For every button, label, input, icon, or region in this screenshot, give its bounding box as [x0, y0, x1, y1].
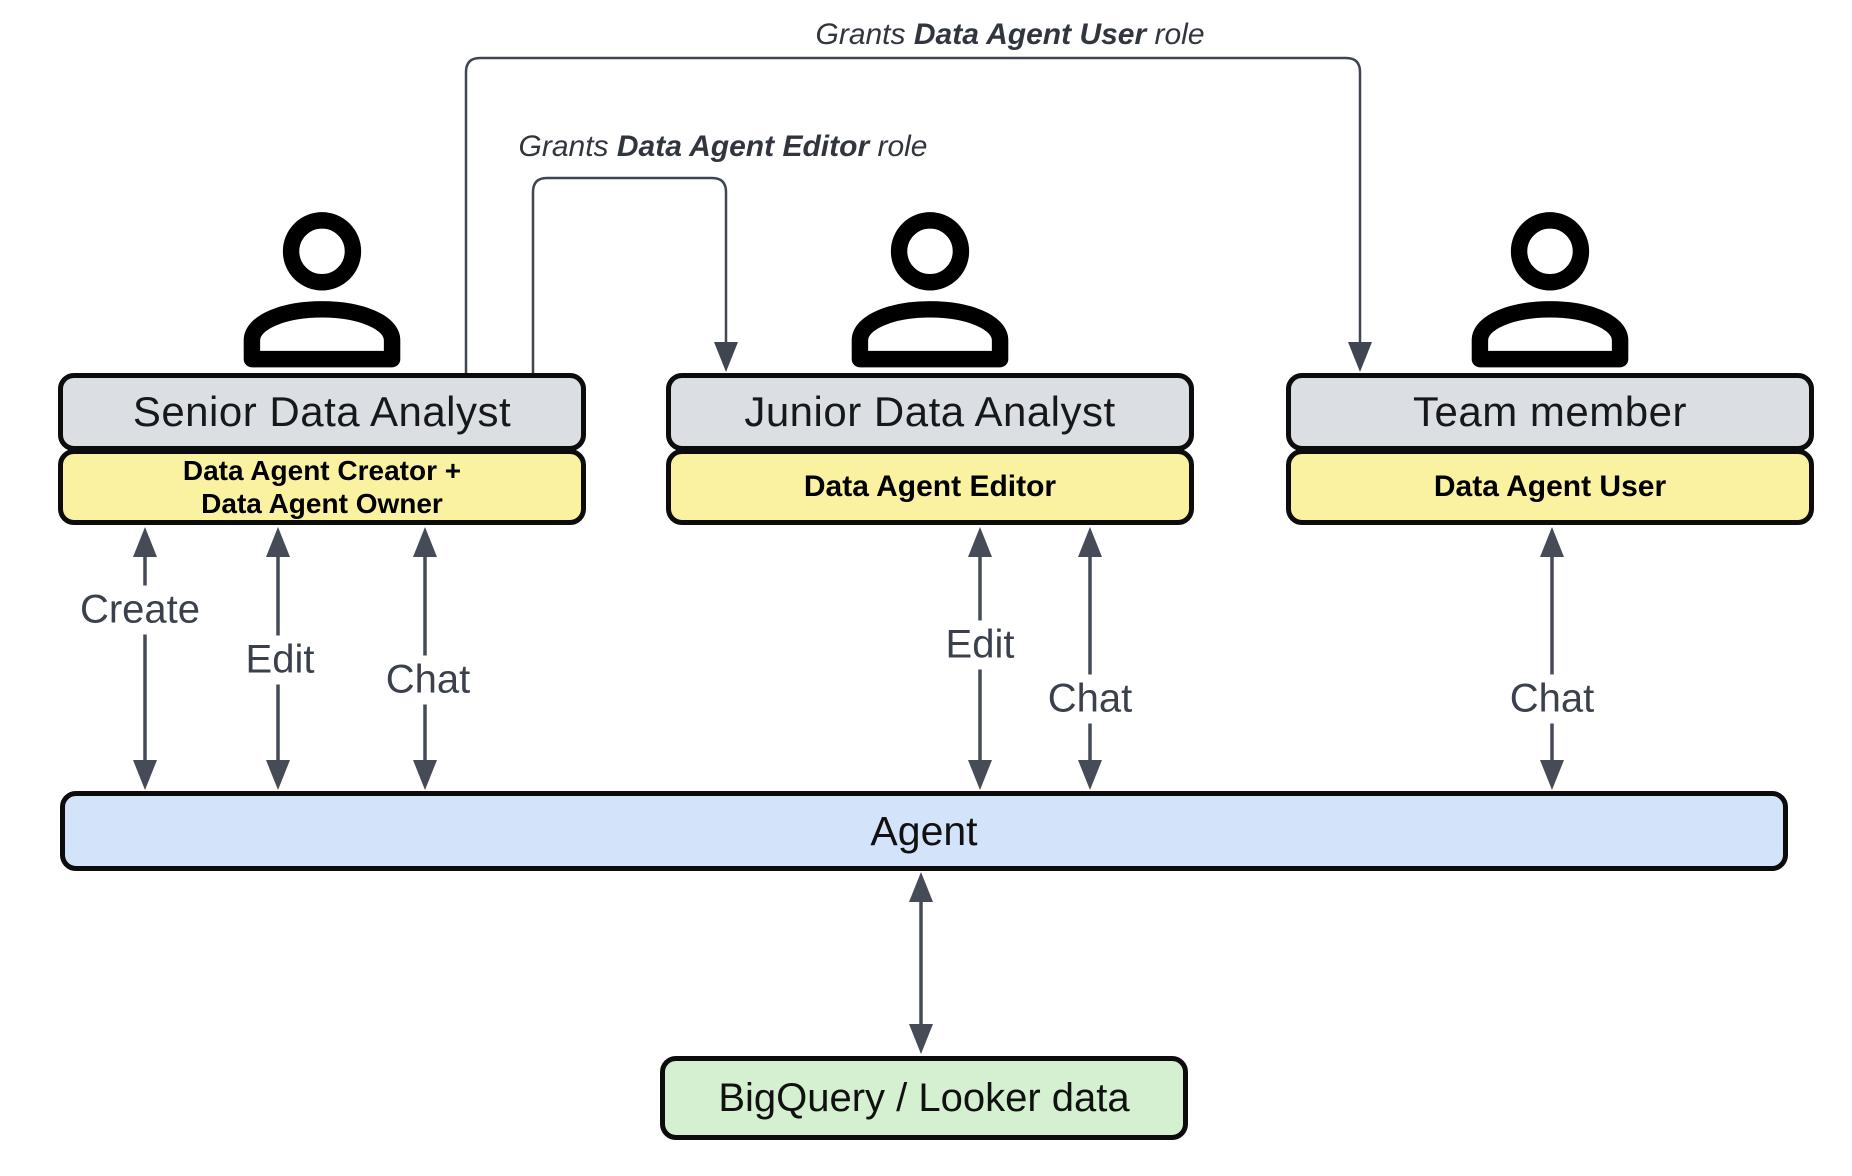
datasource-label: BigQuery / Looker data [718, 1075, 1130, 1120]
junior-analyst-role-box: Data Agent Editor [666, 449, 1194, 525]
chat-label-team: Chat [1499, 674, 1605, 724]
grant-user-arrow [464, 56, 1372, 373]
junior-analyst-title: Junior Data Analyst [744, 388, 1116, 435]
agent-data-arrow [909, 872, 933, 1054]
chat-arrow-junior [1078, 527, 1102, 790]
create-label: Create [69, 585, 211, 635]
chat-label-senior: Chat [375, 655, 481, 705]
chat-label-junior: Chat [1037, 674, 1143, 724]
edit-label-junior: Edit [935, 620, 1025, 670]
create-arrow [133, 527, 157, 790]
senior-analyst-role-line1: Data Agent Creator + [182, 455, 462, 486]
grant-user-label-suffix: role [1146, 18, 1205, 51]
grant-editor-label: Grants Data Agent Editor role [508, 130, 938, 164]
senior-analyst-title-box: Senior Data Analyst [58, 373, 586, 451]
senior-analyst-role-box: Data Agent Creator + Data Agent Owner [58, 449, 586, 525]
person-icon [243, 212, 401, 368]
edit-label-senior: Edit [235, 635, 325, 685]
senior-analyst-title: Senior Data Analyst [132, 388, 512, 435]
agent-label: Agent [870, 807, 978, 854]
junior-analyst-role: Data Agent Editor [803, 470, 1057, 503]
datasource-box: BigQuery / Looker data [660, 1056, 1188, 1140]
team-member-title-box: Team member [1286, 373, 1814, 451]
grant-user-label-prefix: Grants [815, 18, 914, 51]
team-member-title: Team member [1413, 388, 1687, 435]
team-member-role: Data Agent User [1433, 470, 1667, 503]
person-icon [851, 212, 1009, 368]
agent-bar: Agent [60, 791, 1788, 871]
team-member-role-box: Data Agent User [1286, 449, 1814, 525]
grant-user-label-role: Data Agent User [913, 18, 1147, 51]
grant-editor-label-suffix: role [869, 130, 928, 163]
junior-analyst-title-box: Junior Data Analyst [666, 373, 1194, 451]
grant-editor-arrow [531, 176, 738, 373]
grant-editor-label-role: Data Agent Editor [616, 130, 870, 163]
grant-user-label: Grants Data Agent User role [805, 18, 1215, 52]
senior-analyst-role-line2: Data Agent Owner [201, 488, 443, 519]
grant-editor-label-prefix: Grants [518, 130, 617, 163]
chat-arrow-team [1540, 527, 1564, 790]
person-icon [1471, 212, 1629, 368]
